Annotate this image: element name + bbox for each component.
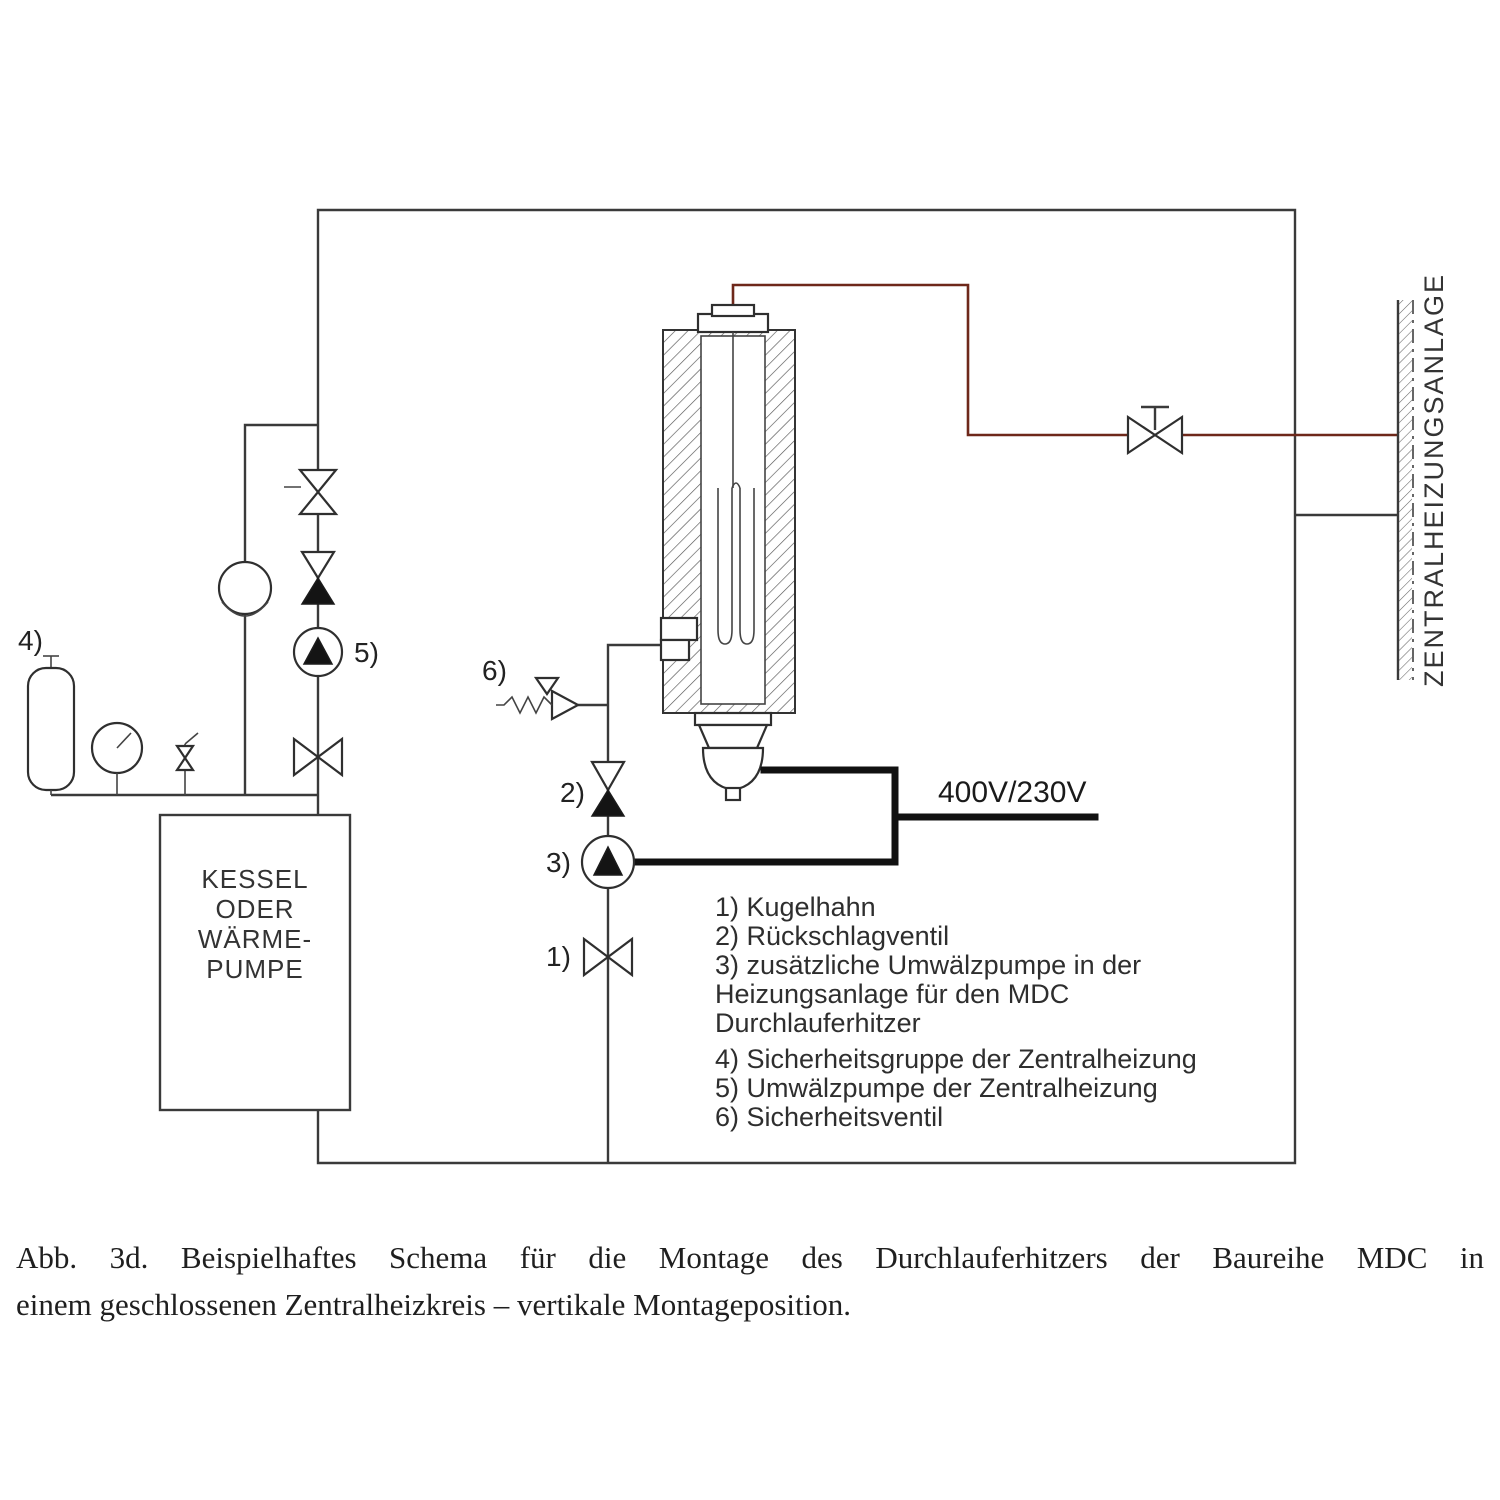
riser-shutoff-valve-top bbox=[284, 468, 339, 516]
caption-line-1: Abb. 3d. Beispielhaftes Schema für die M… bbox=[16, 1240, 1484, 1275]
boiler-label-line1: KESSEL bbox=[201, 864, 308, 894]
caption-line-2: einem geschlossenen Zentralheizkreis – v… bbox=[16, 1287, 852, 1323]
riser-shutoff-valve-bottom bbox=[292, 736, 344, 778]
pump-5 bbox=[292, 626, 344, 678]
legend-line-8: 6) Sicherheitsventil bbox=[715, 1102, 943, 1132]
safety-group-4 bbox=[26, 655, 199, 795]
sensor-circle bbox=[217, 560, 273, 616]
safety-valve-cap bbox=[533, 676, 561, 696]
valve-right-triangle bbox=[316, 736, 344, 778]
heating-schematic: ZENTRALHEIZUNGSANLAGE 400V/230V bbox=[18, 208, 1449, 1165]
heating-element-u1 bbox=[717, 488, 733, 645]
bypass-sensor bbox=[217, 560, 273, 617]
riser-check-valve bbox=[300, 550, 336, 605]
callout-4: 4) bbox=[18, 625, 43, 656]
valve-top-triangle bbox=[297, 468, 339, 494]
boiler-box bbox=[158, 813, 352, 1112]
heater-bottom-dome bbox=[701, 746, 765, 792]
ball-valve-1 bbox=[582, 936, 634, 978]
check-valve-filled-triangle bbox=[590, 788, 626, 817]
pump-3 bbox=[580, 834, 636, 890]
legend: 1) Kugelhahn 2) Rückschlagventil 3) zusä… bbox=[715, 892, 1197, 1132]
wall-label: ZENTRALHEIZUNGSANLAGE bbox=[1419, 273, 1449, 687]
boiler-label-line3: WÄRME- bbox=[198, 924, 312, 954]
valve-right-triangle bbox=[1153, 414, 1184, 456]
valve-left-triangle bbox=[292, 736, 320, 778]
heater-bottom-flange bbox=[693, 711, 773, 727]
ball-valve-left-triangle bbox=[582, 936, 610, 978]
callout-6: 6) bbox=[482, 655, 507, 686]
legend-line-6: 4) Sicherheitsgruppe der Zentralheizung bbox=[715, 1044, 1197, 1074]
callout-2: 2) bbox=[560, 777, 585, 808]
sensor-hook bbox=[221, 601, 269, 617]
figure-caption: Abb. 3d. Beispielhaftes Schema für die M… bbox=[16, 1234, 1484, 1328]
gauge-needle bbox=[116, 732, 132, 749]
safety-valve-spring bbox=[496, 695, 553, 715]
heater-top-nipple bbox=[710, 303, 756, 318]
wall-hatch bbox=[1398, 300, 1412, 680]
legend-line-2: 2) Rückschlagventil bbox=[715, 921, 949, 951]
callout-5: 5) bbox=[354, 637, 379, 668]
legend-line-4: Heizungsanlage für den MDC bbox=[715, 979, 1069, 1009]
hot-outlet-pipe bbox=[731, 283, 1398, 437]
boiler: KESSEL ODER WÄRME- PUMPE bbox=[158, 813, 352, 1112]
heater-side-fitting-lower bbox=[659, 638, 691, 662]
voltage-label: 400V/230V bbox=[938, 776, 1086, 809]
callout-3: 3) bbox=[546, 847, 571, 878]
check-open-triangle bbox=[300, 550, 336, 581]
pump-rotor-triangle bbox=[302, 636, 334, 665]
heating-element-u2 bbox=[739, 488, 755, 645]
safety-valve-body bbox=[550, 689, 581, 721]
legend-line-3: 3) zusätzliche Umwälzpumpe in der bbox=[715, 950, 1141, 980]
check-valve-2 bbox=[590, 760, 626, 817]
hot-pipe-line bbox=[731, 283, 1398, 437]
pump-rotor-triangle bbox=[592, 845, 624, 876]
mdc-heater bbox=[659, 303, 796, 802]
outer-loop-pipe bbox=[316, 208, 1297, 1165]
callout-labels: 4) 5) 6) 2) 3) 1) bbox=[18, 625, 585, 972]
boiler-label-line4: PUMPE bbox=[206, 954, 303, 984]
callout-1: 1) bbox=[546, 941, 571, 972]
air-vent-top-triangle bbox=[174, 744, 196, 760]
legend-line-7: 5) Umwälzpumpe der Zentralheizung bbox=[715, 1073, 1158, 1103]
left-bypass-branch bbox=[243, 423, 318, 795]
air-vent-bottom-triangle bbox=[174, 756, 196, 772]
valve-left-triangle bbox=[1126, 414, 1157, 456]
heater-inlet-pipe bbox=[606, 643, 661, 1163]
electric-cable bbox=[632, 766, 1099, 866]
heating-element-bridge bbox=[731, 482, 741, 489]
boiler-label-line2: ODER bbox=[215, 894, 294, 924]
wall-shutoff-valve bbox=[1126, 405, 1184, 456]
legend-line-1: 1) Kugelhahn bbox=[715, 892, 876, 922]
heater-bottom-cone bbox=[697, 723, 769, 750]
heater-bottom-nozzle bbox=[724, 786, 742, 802]
ball-valve-right-triangle bbox=[606, 936, 634, 978]
central-heating-wall: ZENTRALHEIZUNGSANLAGE bbox=[1396, 273, 1449, 687]
check-filled-triangle bbox=[300, 576, 336, 605]
air-vent-spout bbox=[184, 732, 199, 745]
electric-supply: 400V/230V bbox=[632, 766, 1099, 866]
valve-bottom-triangle bbox=[297, 490, 339, 516]
check-valve-open-triangle bbox=[590, 760, 626, 793]
legend-line-5: Durchlauferhitzer bbox=[715, 1008, 921, 1038]
safety-valve-6 bbox=[496, 676, 581, 721]
expansion-vessel bbox=[26, 666, 76, 792]
heater-side-fitting-upper bbox=[659, 616, 699, 642]
